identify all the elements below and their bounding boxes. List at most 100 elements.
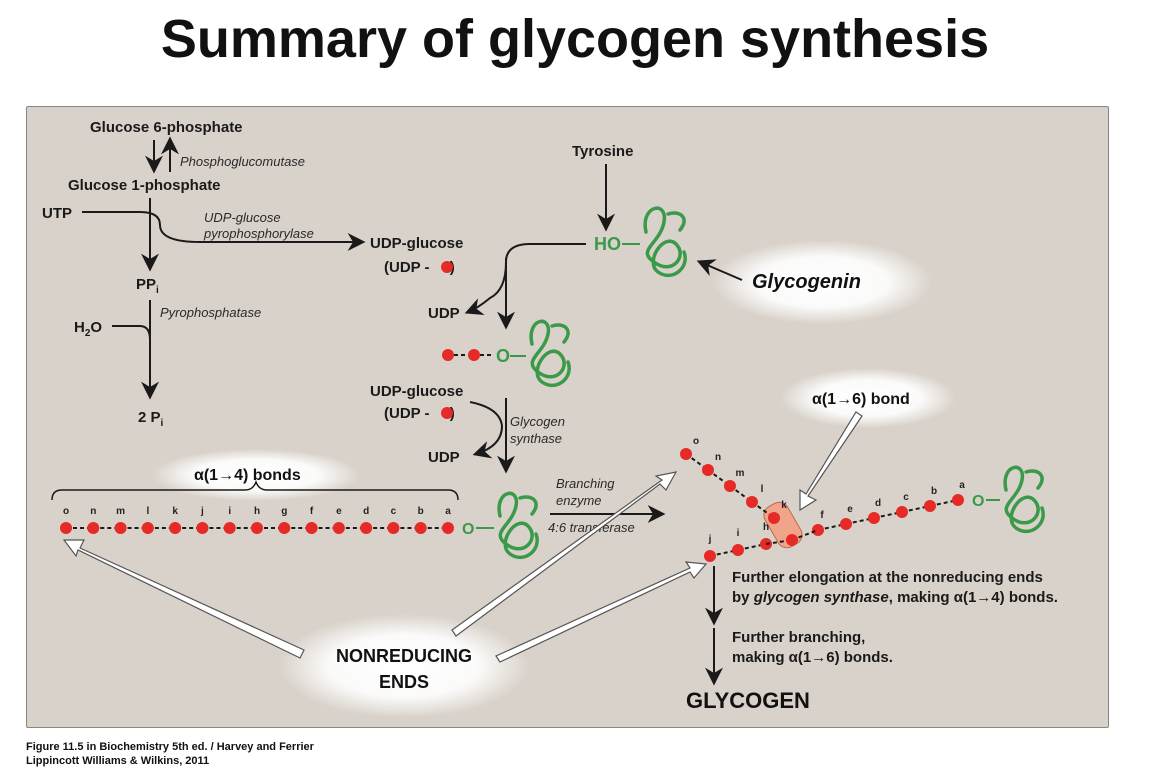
chain-residue-label-c: c	[391, 506, 397, 517]
nonreducing-arrow-left	[62, 539, 305, 659]
udp-label-2: UDP	[428, 449, 460, 466]
chain-residue-glucose-c	[387, 522, 400, 534]
nonreducing-label-1: NONREDUCING	[336, 646, 472, 666]
udpg-ppase-label-1: UDP-glucose	[204, 210, 281, 225]
branch-upper-residue-label-l: l	[761, 484, 764, 495]
branch-link-bond	[791, 529, 819, 541]
udp-label-1: UDP	[428, 305, 460, 322]
transferase-label: 4:6 transferase	[548, 520, 635, 535]
chain-residue-glucose-e	[332, 522, 345, 534]
branch-upper-residue-label-m: m	[736, 468, 745, 479]
nonreducing-label-2: ENDS	[379, 672, 429, 692]
chain-residue-label-o: o	[63, 506, 69, 517]
glucose1p-label: Glucose 1-phosphate	[68, 177, 221, 194]
glucose-dot-dimer-1	[442, 349, 454, 361]
glycogenin-glow	[712, 240, 932, 324]
chain-residue-label-l: l	[146, 506, 149, 517]
alpha14-brace	[51, 479, 459, 501]
ho-label: HO	[594, 234, 621, 254]
two-pi-label: 2 Pi	[138, 409, 164, 429]
caption-line-1: Figure 11.5 in Biochemistry 5th ed. / Ha…	[26, 741, 314, 753]
tyrosine-label: Tyrosine	[572, 143, 633, 160]
udpg-ppase-label-2: pyrophosphorylase	[203, 226, 314, 241]
branch-main-residue-glucose-e	[840, 518, 852, 530]
glucose-dot-udp2	[441, 407, 453, 419]
chain-residue-glucose-a	[442, 522, 454, 534]
branch-main-residue-label-a: a	[959, 480, 965, 491]
chain-residue-label-f: f	[310, 506, 314, 517]
chain-residue-label-b: b	[418, 506, 424, 517]
branch-main-residue-label-f: f	[820, 510, 824, 521]
branch-upper-residue-label-o: o	[693, 436, 699, 447]
glycogen-label: GLYCOGEN	[686, 688, 810, 713]
branching-label-1: Further branching,	[732, 629, 865, 646]
ppi-label: PPi	[136, 276, 159, 296]
glycogenin-label: Glycogenin	[752, 271, 861, 293]
chain-residue-label-a: a	[445, 506, 451, 517]
branching-enzyme-label-1: Branching	[556, 476, 615, 491]
alpha16-label: α(1→6) bond	[812, 391, 910, 408]
chain-residue-label-e: e	[336, 506, 342, 517]
nonreducing-arrow-middle	[451, 471, 678, 637]
chain-residue-label-j: j	[200, 506, 204, 517]
branch-main-residue-glucose-a	[952, 494, 964, 506]
chain-residue-glucose-b	[414, 522, 427, 534]
branch-upper-residue-glucose-k	[768, 512, 780, 524]
branch-lower-residue-label-i: i	[737, 528, 740, 539]
branch-upper-residue-glucose-o	[680, 448, 692, 460]
alpha14-label: α(1→4) bonds	[194, 467, 301, 484]
branching-label-2: making α(1→6) bonds.	[732, 649, 893, 666]
o-link-branch: O	[972, 493, 984, 510]
glucose6p-label: Glucose 6-phosphate	[90, 119, 243, 136]
glucose-dot-dimer-2	[468, 349, 480, 361]
h2o-curve	[112, 325, 151, 341]
slide-title: Summary of glycogen synthesis	[160, 9, 990, 69]
chain-residue-glucose-l	[141, 522, 154, 534]
branch-main-residue-glucose-f	[812, 524, 824, 536]
branch-main-residue-label-d: d	[875, 498, 881, 509]
glucose-dot-udp1	[441, 261, 453, 273]
branch-main-residue-glucose-d	[868, 512, 880, 524]
glycogenin-protein-1	[643, 206, 687, 278]
chain-residue-glucose-k	[169, 522, 182, 534]
branch-upper-residue-label-n: n	[715, 452, 721, 463]
glycogen-synthase-label-1: Glycogen	[510, 414, 565, 429]
branch-lower-residue-label-h: h	[763, 522, 769, 533]
branch-main-residue-glucose-c	[896, 506, 908, 518]
elongation-label-2: by glycogen synthase, making α(1→4) bond…	[732, 589, 1058, 606]
branch-lower-residue-label-j: j	[708, 534, 712, 545]
glycogenin-protein-2	[529, 319, 571, 388]
chain-residue-glucose-n	[87, 522, 100, 534]
branch-upper-residue-glucose-n	[702, 464, 714, 476]
alpha16-glow	[780, 368, 956, 428]
o-link-dimer: O	[496, 346, 510, 366]
chain-residue-glucose-g	[278, 522, 291, 534]
branch-lower-residue-glucose-i	[732, 544, 744, 556]
glucose-transfer-curve-1	[464, 243, 586, 316]
glycogen-synthase-label-2: synthase	[510, 431, 562, 446]
arrow-glycogenin	[696, 259, 743, 281]
chain-residue-label-g: g	[281, 506, 287, 517]
chain-residue-glucose-h	[251, 522, 263, 534]
nonreducing-arrow-right	[495, 561, 708, 663]
chain-residue-label-i: i	[228, 506, 231, 517]
chain-residue-label-n: n	[90, 506, 96, 517]
h2o-label: H2O	[74, 319, 102, 339]
chain-residue-glucose-i	[223, 522, 236, 534]
branch-upper-residue-glucose-l	[746, 496, 758, 508]
chain-residue-label-h: h	[254, 506, 260, 517]
udp-glucose-label-1: UDP-glucose	[370, 235, 463, 252]
chain-residue-glucose-d	[360, 522, 373, 534]
branching-enzyme-label-2: enzyme	[556, 493, 602, 508]
chain-residue-glucose-m	[114, 522, 127, 534]
chain-residue-glucose-f	[305, 522, 318, 534]
branch-main-residue-glucose-b	[924, 500, 936, 512]
alpha16-arrow	[799, 411, 863, 512]
utp-label: UTP	[42, 205, 72, 222]
chain-residue-glucose-o	[60, 522, 72, 534]
branch-main-residue-label-c: c	[903, 492, 909, 503]
chain-residue-label-m: m	[116, 506, 125, 517]
